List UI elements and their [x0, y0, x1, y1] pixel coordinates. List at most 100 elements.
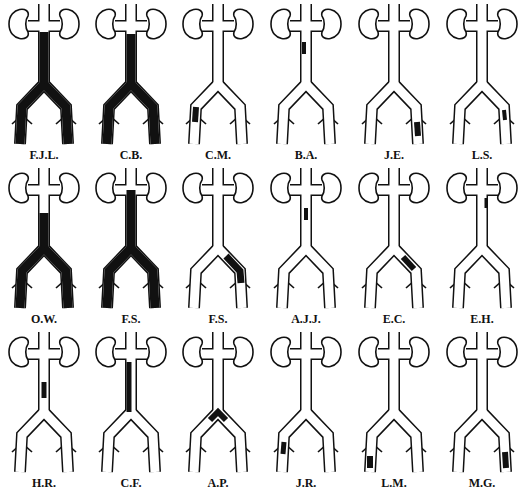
vein-wall — [394, 20, 410, 32]
patient-initials: F.S. — [209, 312, 228, 326]
vein-figure — [96, 168, 166, 308]
vein-wall — [218, 184, 234, 196]
vein-figure — [9, 4, 79, 144]
kidney — [9, 337, 28, 366]
vein-lumen — [306, 412, 330, 472]
vein-wall — [44, 412, 68, 472]
vein-wall — [125, 4, 137, 84]
vein-wall — [218, 412, 242, 472]
vein-lumen — [466, 186, 482, 195]
kidney — [410, 173, 429, 202]
kidney — [359, 9, 378, 38]
vein-lumen — [131, 248, 155, 308]
vein-wall — [482, 248, 506, 308]
vein-figure — [183, 4, 253, 144]
vein-lumen — [378, 22, 394, 31]
vein-wall — [388, 168, 400, 248]
patient-initials: F.J.L. — [29, 148, 58, 162]
vein-wall — [458, 84, 482, 144]
vein-wall — [212, 332, 224, 412]
vein-lumen — [127, 4, 136, 84]
thrombus — [107, 248, 131, 308]
patient-initials: C.B. — [120, 148, 143, 162]
vein-wall — [202, 20, 218, 32]
vein-lumen — [131, 412, 155, 472]
vein-lumen — [482, 186, 498, 195]
thrombus — [42, 382, 47, 398]
vein-wall — [300, 4, 312, 84]
vein-wall — [194, 412, 218, 472]
vein-lumen — [214, 332, 223, 412]
patient-initials: L.S. — [472, 148, 493, 162]
vein-figure — [9, 332, 79, 472]
vein-lumen — [306, 248, 330, 308]
vein-lumen — [20, 84, 44, 144]
vein-wall — [131, 248, 155, 308]
vein-figure — [183, 332, 253, 472]
thrombus — [40, 213, 49, 248]
vein-lumen — [482, 22, 498, 31]
vein-figure — [183, 168, 253, 308]
kidney — [96, 173, 115, 202]
vein-lumen — [290, 350, 306, 359]
vein-lumen — [306, 84, 330, 144]
vein-lumen — [390, 4, 399, 84]
patient-initials: A.J.J. — [291, 312, 321, 326]
vein-wall — [394, 184, 410, 196]
patient-initials: A.P. — [208, 476, 229, 490]
thrombus — [226, 256, 241, 283]
vein-figure — [447, 4, 517, 144]
vein-figure — [96, 332, 166, 472]
vein-wall — [125, 332, 137, 412]
vein-wall — [466, 184, 482, 196]
vein-lumen — [218, 22, 234, 31]
vein-wall — [218, 84, 242, 144]
patient-initials: M.G. — [469, 476, 496, 490]
vein-lumen — [458, 412, 482, 472]
vein-lumen — [306, 186, 322, 195]
vein-lumen — [28, 350, 44, 359]
vein-lumen — [44, 248, 68, 308]
vein-wall — [370, 412, 394, 472]
vein-wall — [378, 184, 394, 196]
vein-wall — [378, 20, 394, 32]
kidney — [234, 337, 253, 366]
vein-wall — [290, 20, 306, 32]
vein-wall — [125, 168, 137, 248]
vein-figure — [447, 332, 517, 472]
vein-lumen — [20, 412, 44, 472]
kidney — [60, 337, 79, 366]
vein-lumen — [458, 84, 482, 144]
vein-wall — [306, 184, 322, 196]
vein-wall — [38, 332, 50, 412]
thrombus — [195, 107, 196, 122]
vein-wall — [28, 184, 44, 196]
vein-figure — [359, 332, 429, 472]
thrombus — [403, 257, 414, 269]
vein-wall — [306, 84, 330, 144]
thrombus — [107, 84, 131, 144]
vein-lumen — [390, 168, 399, 248]
vein-wall — [476, 332, 488, 412]
vein-lumen — [482, 248, 506, 308]
vein-lumen — [131, 84, 155, 144]
thrombus — [367, 456, 373, 468]
vein-wall — [38, 168, 50, 248]
vein-wall — [466, 348, 482, 360]
vein-figure — [359, 168, 429, 308]
vein-lumen — [107, 248, 131, 308]
vein-wall — [388, 4, 400, 84]
vein-lumen — [202, 186, 218, 195]
vein-wall — [194, 248, 218, 308]
thrombus — [131, 248, 155, 308]
vein-lumen — [302, 332, 311, 412]
vein-wall — [370, 84, 394, 144]
kidney — [410, 9, 429, 38]
vein-wall — [107, 412, 131, 472]
patient-initials: E.C. — [383, 312, 406, 326]
vein-wall — [218, 348, 234, 360]
kidney — [322, 9, 341, 38]
kidney — [9, 9, 28, 38]
vein-wall — [282, 412, 306, 472]
